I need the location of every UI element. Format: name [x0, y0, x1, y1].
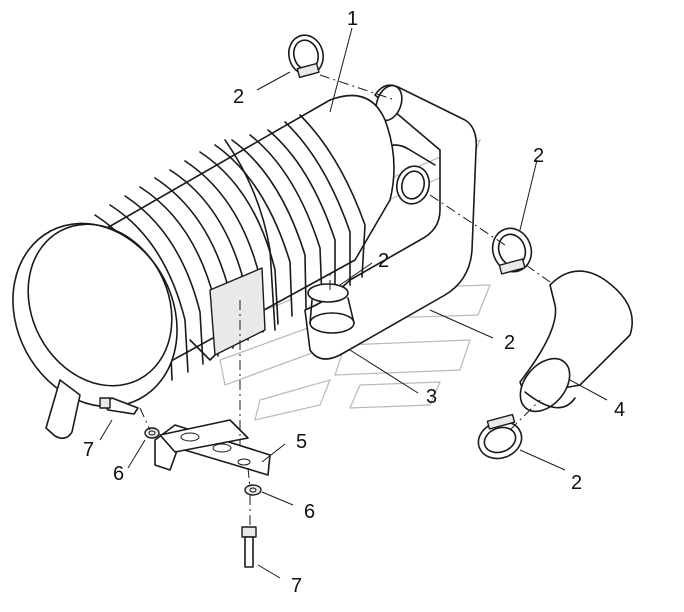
- callout-2-housing: 2: [504, 332, 515, 354]
- callout-7-upper: 7: [83, 439, 94, 461]
- callout-6-lower: 6: [304, 501, 315, 523]
- side-plate: [189, 267, 266, 361]
- callout-3: 3: [426, 386, 437, 408]
- callouts: 1 2 2 2 2 2 3 4 5 6 6 7 7: [83, 8, 625, 597]
- washer-lower: [244, 484, 262, 496]
- hose-clamp-bottom: [477, 413, 523, 460]
- callout-2-middle: 2: [378, 250, 389, 272]
- hose-clamp-middle: [307, 283, 355, 334]
- bolt-lower: [241, 526, 257, 568]
- hose-clamp-top: [287, 34, 325, 79]
- hose-clamp-right: [491, 227, 533, 275]
- callout-2-top: 2: [233, 86, 244, 108]
- bolt-upper: [99, 397, 139, 415]
- callout-2-right: 2: [533, 145, 544, 167]
- assembly-centerlines: [139, 74, 551, 525]
- callout-7-lower: 7: [291, 575, 302, 597]
- callout-2-bottom: 2: [571, 472, 582, 494]
- callout-6-upper: 6: [113, 463, 124, 485]
- end-cap: [12, 222, 178, 440]
- callout-1: 1: [347, 8, 358, 30]
- intake-hose: [519, 270, 634, 413]
- callout-4: 4: [614, 399, 625, 421]
- washer-upper: [144, 427, 160, 439]
- callout-5: 5: [296, 431, 307, 453]
- bracket: [154, 419, 271, 476]
- leader-lines: [99, 27, 608, 579]
